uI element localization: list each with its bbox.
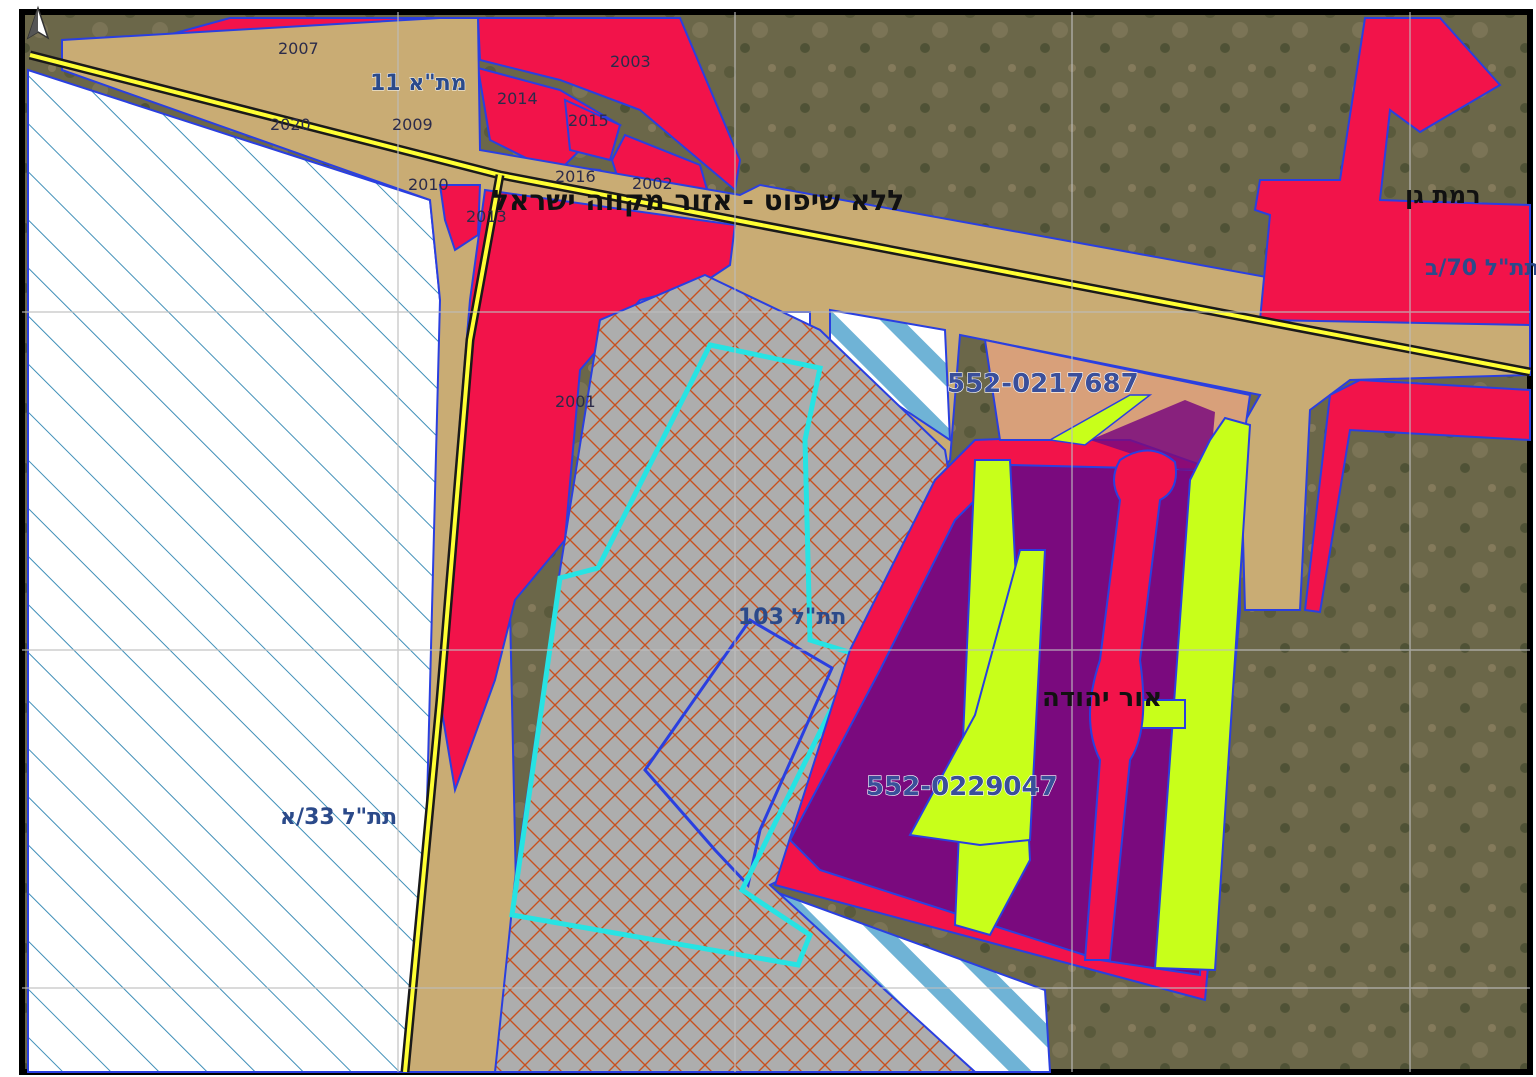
no-jurisdiction-zone xyxy=(27,68,482,1073)
zone-2010-2013 xyxy=(438,184,482,252)
plan-217687-stripes xyxy=(1090,400,1215,470)
label-tatl-70b: תת"ל 70/ב xyxy=(1425,256,1536,281)
parcel-2020: 2020 xyxy=(270,115,311,134)
label-mta-11: מת"א 11 xyxy=(370,71,467,96)
zone-2015 xyxy=(563,98,622,162)
parcel-2002: 2002 xyxy=(632,174,673,193)
label-plan-552-0229047: 552-0229047 xyxy=(866,772,1058,802)
label-no-jurisdiction: ללא שיפוט - אזור מקווה ישראל xyxy=(492,184,904,217)
tatl-103-outline xyxy=(509,342,862,968)
parcel-2016: 2016 xyxy=(555,167,596,186)
parcel-2014: 2014 xyxy=(497,89,538,108)
zone-2003 xyxy=(476,17,742,192)
map-grid xyxy=(22,12,1530,1072)
label-tatl-33a: תת"ל 33/א xyxy=(280,805,397,830)
green-strip-east xyxy=(1153,416,1252,972)
north-arrow-icon xyxy=(26,5,50,40)
central-boulevard xyxy=(1083,449,1177,961)
parcel-2010: 2010 xyxy=(408,175,449,194)
green-triangle xyxy=(908,549,1047,847)
green-small-bar xyxy=(1139,699,1186,729)
east-red-strip xyxy=(1303,378,1531,614)
parcel-2003: 2003 xyxy=(610,52,651,71)
label-or-yehuda: אור יהודה xyxy=(1042,683,1162,713)
parcel-2007: 2007 xyxy=(278,39,319,58)
parcel-2009: 2009 xyxy=(392,115,433,134)
parcel-2001: 2001 xyxy=(555,392,596,411)
ramat-gan-zone xyxy=(1253,17,1531,327)
tatl-103-inner-outline xyxy=(643,618,834,889)
label-plan-552-0217687: 552-0217687 xyxy=(947,369,1139,399)
parcel-2015: 2015 xyxy=(568,111,609,130)
parcel-2013: 2013 xyxy=(466,207,507,226)
label-ramat-gan: רמת גן xyxy=(1405,181,1481,209)
label-tatl-103: תת"ל 103 xyxy=(738,605,846,630)
